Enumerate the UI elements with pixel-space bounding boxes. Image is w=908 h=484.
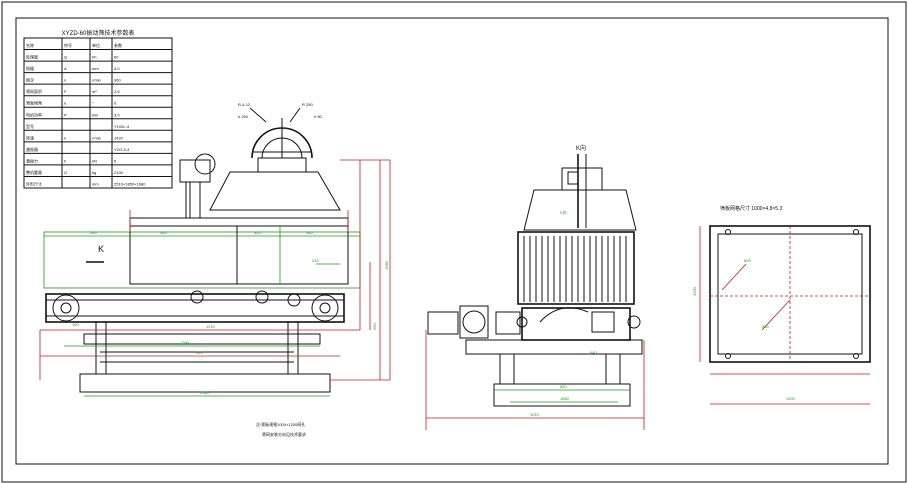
table-cell: 激振器 [26,146,38,152]
table-cell: t/h [92,55,96,60]
table-cell: 0 [114,101,117,106]
dimension-label: 210 [312,258,319,263]
dimension-label: 1390 [180,340,190,345]
table-cell: n [64,135,66,140]
dimension-label: 380 [762,324,769,329]
table-cell: F [64,158,67,163]
table-cell: 5 [114,158,117,163]
table-cell: 整机重量 [26,169,42,175]
dimension-label: 1000 [786,396,796,401]
table-cell: Y100L-4 [114,124,130,129]
dimension-label: 1680 [384,260,389,270]
table-cell: 2100 [114,170,124,175]
dimension-label: 850 [560,384,567,389]
table-cell: 2510×1850×1680 [114,182,146,187]
dimension-label: K向 [560,209,567,215]
table-cell: 960 [114,78,121,83]
view-k-label: K [98,244,104,254]
note-2: 筛网安装方向见技术要求 [262,431,306,437]
table-cell: 激振力 [26,157,38,163]
table-cell: kN [92,158,97,163]
table-cell: 3.0 [114,112,120,117]
table-cell: 60 [114,55,119,60]
table-header-cell: 参数 [114,42,122,48]
dimension-label: 560 [160,230,167,235]
table-cell: α [64,101,67,106]
dimension-label: 1010 [530,412,540,417]
table-cell: G [64,170,67,175]
dimension-label: 260 [372,323,377,330]
dimension-label: 350 [90,230,97,235]
dimension-label: 320 [254,230,261,235]
table-cell: kg [92,170,96,175]
table-cell: n [64,78,66,83]
table-cell: r/min [92,78,101,83]
hood-label-1: R-4-12 [238,102,251,107]
side-view: K向 K向 1010 1850 850 640 [425,144,645,430]
dimension-label: 910 [196,350,203,355]
dimension-label: 1850 [560,396,570,401]
table-cell: 振幅 [26,65,34,71]
table-cell: 电机功率 [26,111,42,117]
table-header-cell: 单位 [92,42,100,48]
table-cell: 筛面倾角 [26,100,42,106]
panel-label: 筛板网格尺寸 1000×4.8×5.3 [720,205,782,212]
table-cell: ° [92,101,94,106]
table-cell: Q [64,55,67,60]
front-view: K R-4-12 h 250 R 250 h 50 350 560 320 360 21… [39,102,391,437]
table-cell: 转速 [26,134,34,140]
table-title: XYZD-60振动筛技术参数表 [62,29,135,37]
table-cell: 处理量 [26,54,38,60]
table-cell: 振次 [26,77,34,83]
table-header-cell: 符号 [64,42,72,48]
table-cell: YZO-5-4 [114,147,130,152]
note-1: 注:筛板规格1000×1200网孔 [256,421,305,427]
inner-frame [15,17,889,465]
table-header-cell: 名称 [26,42,34,48]
dimension-label: 1210 [206,324,216,329]
dimension-label: 2510 [200,390,210,395]
dimension-label: 620 [744,258,751,263]
table-cell: 筛网面积 [26,88,42,94]
dimension-label: 180 [72,322,79,327]
hood-label-3: R 250 [302,102,313,107]
table-cell: mm [92,182,99,187]
dimension-label: 640 [590,350,597,355]
table-cell: mm [92,66,99,71]
table-cell: P [64,112,67,117]
table-cell: 外形尺寸 [26,181,42,187]
side-view-label: K向 [576,144,586,152]
table-cell: F [64,89,67,94]
table-cell: 2.6 [114,89,120,94]
table-cell: 4.0 [114,66,120,71]
dimension-label: 360 [306,230,313,235]
hood-label-4: h 50 [314,114,323,119]
screen-panel-view: 筛板网格尺寸 1000×4.8×5.3 1000 1200 620 380 [692,205,871,405]
table-cell: 型号 [26,123,34,129]
table-cell: r/min [92,135,101,140]
table-cell: m² [92,89,97,94]
table-cell: A [64,66,67,71]
dimension-label: 1200 [692,286,697,296]
table-cell: kW [92,112,98,117]
table-cell: 1420 [114,135,124,140]
hood-label-2: h 250 [238,114,249,119]
